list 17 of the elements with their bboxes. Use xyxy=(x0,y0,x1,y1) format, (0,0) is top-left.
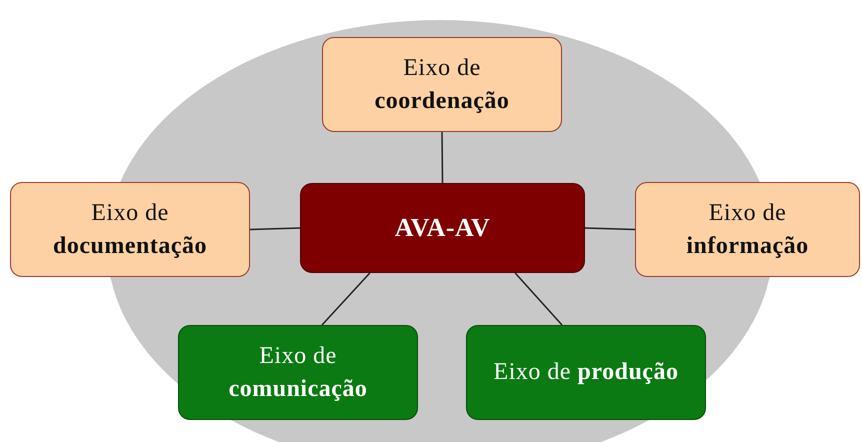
connector-line xyxy=(250,227,300,230)
axis-box xyxy=(178,325,418,420)
axis-box xyxy=(322,37,562,132)
node-label: Eixo de coordenação xyxy=(374,54,510,116)
connector-line xyxy=(441,132,444,183)
node-label: Eixo de documentação xyxy=(52,199,208,260)
central-box xyxy=(300,183,585,273)
node-label: Eixo de informação xyxy=(685,199,810,260)
axis-box xyxy=(635,182,860,277)
connector-line xyxy=(514,272,563,326)
node-label: Eixo de comunicação xyxy=(228,342,368,404)
axis-box xyxy=(10,182,250,277)
connector-line xyxy=(584,227,636,230)
node-label: Eixo de produção xyxy=(492,358,680,388)
node-label: AVA-AV xyxy=(394,212,490,244)
connector-line xyxy=(321,272,370,326)
axis-box xyxy=(466,325,706,420)
